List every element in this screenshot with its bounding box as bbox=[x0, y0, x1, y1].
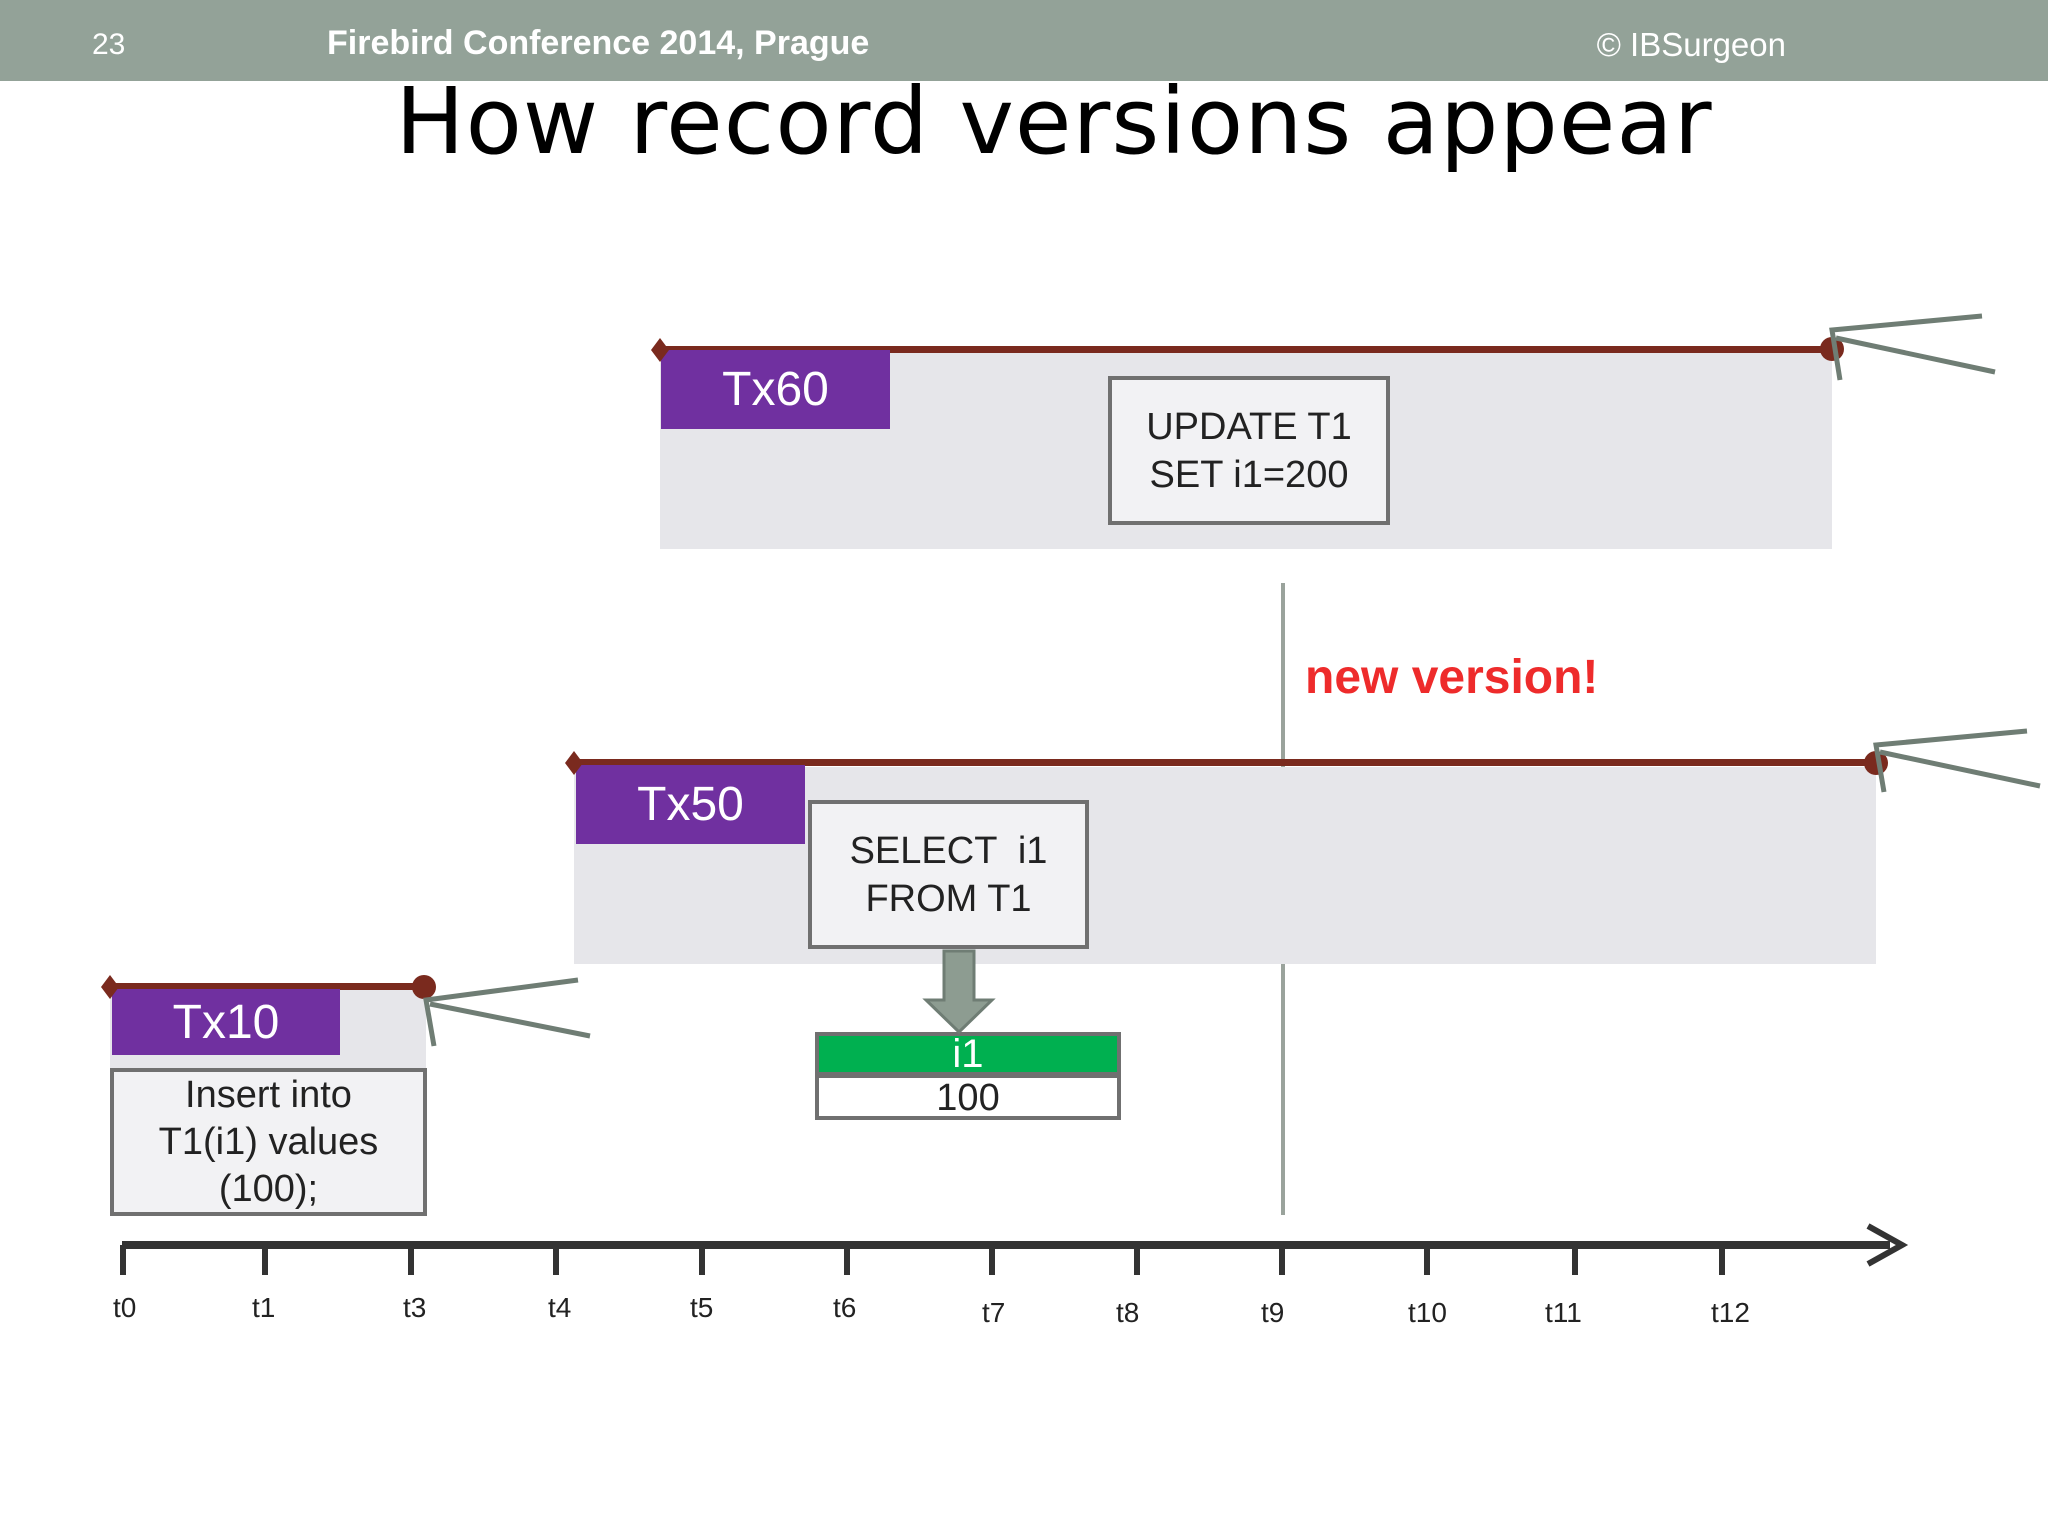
conference-name: Firebird Conference 2014, Prague bbox=[327, 24, 870, 62]
tx50-statement-line-1: SELECT i1 bbox=[849, 829, 1048, 872]
record-value: 100 bbox=[815, 1074, 1121, 1120]
copyright: © IBSurgeon bbox=[1596, 26, 1786, 63]
tx50-statement: SELECT i1 FROM T1 bbox=[808, 800, 1089, 949]
tick-label-t10: t10 bbox=[1408, 1297, 1447, 1328]
slide-title: How record versions appear bbox=[395, 68, 1713, 175]
tx10-commit-pointer-icon bbox=[423, 977, 591, 1047]
tick-label-t5: t5 bbox=[690, 1292, 714, 1323]
tx60-start-marker bbox=[651, 338, 669, 362]
timeline-ticks bbox=[120, 1245, 1725, 1275]
tx10-end-marker bbox=[412, 975, 436, 999]
tx60-lifeline bbox=[660, 346, 1832, 353]
tx10-statement-line-1: Insert into bbox=[185, 1073, 352, 1116]
tick-label-t8: t8 bbox=[1116, 1297, 1140, 1328]
slide-number: 23 bbox=[92, 28, 126, 61]
tick-label-t6: t6 bbox=[833, 1292, 857, 1323]
tx60-statement: UPDATE T1 SET i1=200 bbox=[1108, 376, 1390, 525]
tx50-statement-line-2: FROM T1 bbox=[865, 877, 1032, 920]
select-result-arrow-icon bbox=[922, 949, 996, 1035]
tx10-start-marker bbox=[101, 975, 119, 999]
tick-label-t1: t1 bbox=[252, 1292, 276, 1323]
tick-label-t11: t11 bbox=[1545, 1297, 1582, 1328]
tx50-lifeline bbox=[574, 759, 1876, 766]
tx10-statement-line-3: (100); bbox=[218, 1167, 319, 1210]
tx10-statement-line-2: T1(i1) values bbox=[158, 1120, 379, 1163]
tx10-label: Tx10 bbox=[112, 989, 340, 1055]
tick-label-t0: t0 bbox=[113, 1292, 137, 1323]
tx60-statement-line-2: SET i1=200 bbox=[1149, 453, 1349, 496]
tx60-statement-line-1: UPDATE T1 bbox=[1146, 405, 1352, 448]
timeline-arrowhead-icon bbox=[1866, 1223, 1909, 1267]
tx10-statement: Insert into T1(i1) values (100); bbox=[110, 1068, 427, 1216]
header-bar: 23 Firebird Conference 2014, Prague © IB… bbox=[0, 0, 2048, 81]
tick-label-t4: t4 bbox=[548, 1292, 572, 1323]
tick-label-t9: t9 bbox=[1261, 1297, 1285, 1328]
tx60-label: Tx60 bbox=[661, 350, 890, 429]
tx60-commit-pointer-icon bbox=[1829, 313, 1996, 381]
tick-label-t12: t12 bbox=[1711, 1297, 1750, 1328]
tick-label-t3: t3 bbox=[403, 1292, 427, 1323]
tx10-lifeline bbox=[110, 983, 426, 990]
tx50-label: Tx50 bbox=[576, 765, 805, 844]
tick-label-t7: t7 bbox=[982, 1297, 1006, 1328]
new-version-annotation: new version! bbox=[1305, 651, 1599, 704]
tx50-commit-pointer-icon bbox=[1873, 728, 2041, 793]
tx50-start-marker bbox=[565, 751, 583, 775]
